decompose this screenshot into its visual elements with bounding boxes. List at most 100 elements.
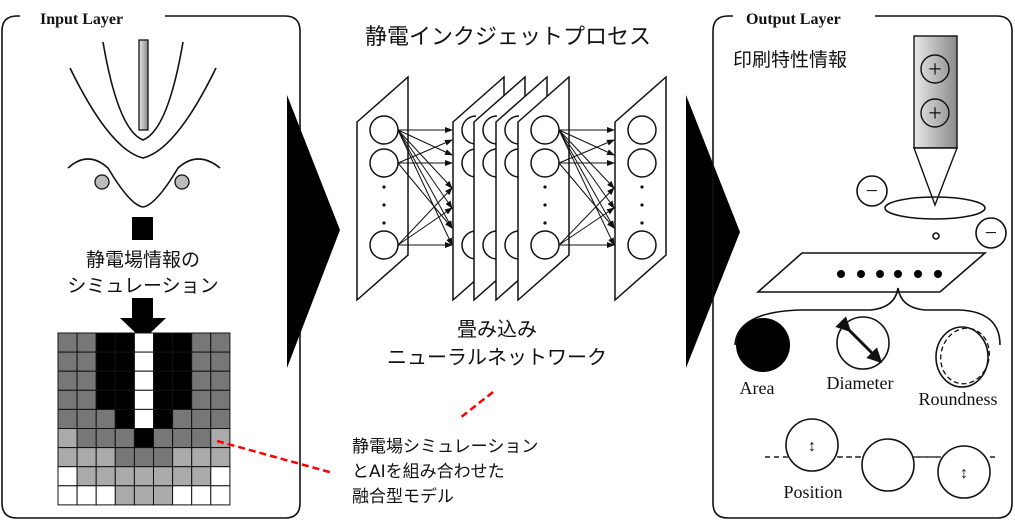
grid-cell: [191, 370, 212, 391]
updown-icon: ↕: [960, 465, 968, 482]
nozzle-icon: + +: [912, 35, 959, 207]
label-position: Position: [783, 482, 842, 502]
grid-cell: [172, 370, 193, 391]
grid-cell: [153, 370, 174, 391]
neuron-node-partial: [461, 230, 477, 260]
neural-network-diagram: [356, 75, 667, 302]
grid-cell: [114, 466, 135, 487]
label-diameter: Diameter: [827, 373, 894, 393]
output-layer-frame: [712, 15, 1013, 519]
input-caption-line2: シミュレーション: [67, 275, 218, 297]
grid-cell: [172, 466, 193, 487]
grid-cell: [210, 408, 231, 429]
connection-arrow: [558, 139, 615, 164]
grid-cell: [153, 332, 174, 353]
position-dot-icon: [937, 445, 991, 499]
ellipsis-dot: [543, 203, 547, 207]
neuron-node: [369, 148, 399, 178]
connection-arrow: [397, 139, 453, 164]
grid-cell: [114, 485, 135, 506]
input-layer-panel: Input Layer 静電場情報の シミュレーション: [1, 11, 301, 519]
substrate-plate: [755, 252, 988, 293]
ellipsis-dot: [382, 203, 386, 207]
grid-cell: [76, 485, 97, 506]
grid-cell: [57, 428, 78, 449]
grid-cell: [57, 466, 78, 487]
neuron-node-partial: [461, 115, 477, 145]
grid-cell: [114, 351, 135, 372]
roundness-icon: [935, 326, 989, 388]
network-label-line1: 畳み込み: [457, 317, 537, 341]
output-subtitle: 印刷特性情報: [733, 49, 847, 71]
roundness-reference-circle: [940, 327, 990, 385]
grid-cell: [153, 428, 174, 449]
printed-dot: [934, 270, 942, 278]
connection-arrow: [558, 129, 615, 209]
grid-cell: [133, 389, 154, 410]
neuron-node-partial: [504, 230, 520, 260]
ellipsis-dot: [543, 185, 547, 189]
printed-dot: [914, 270, 922, 278]
neuron-node: [369, 115, 399, 145]
input-caption-line1: 静電場情報の: [86, 249, 200, 271]
grid-cell: [172, 485, 193, 506]
connection-arrow: [558, 129, 615, 229]
grid-cell: [76, 351, 97, 372]
ellipsis-dot: [640, 221, 644, 225]
neuron-node-partial: [482, 115, 498, 145]
grid-cell: [133, 332, 154, 353]
grid-cell: [191, 389, 212, 410]
grid-cell: [191, 485, 212, 506]
neuron-node: [530, 230, 560, 260]
grid-cell: [76, 428, 97, 449]
minus-charge-icon: [856, 175, 888, 207]
connection-arrow: [397, 129, 453, 156]
grid-cell: [172, 447, 193, 468]
grid-cell: [95, 351, 116, 372]
printed-dot: [876, 270, 884, 278]
grid-cell: [133, 466, 154, 487]
grid-cell: [153, 408, 174, 429]
grid-cell: [191, 351, 212, 372]
grid-cell: [172, 428, 193, 449]
field-line-inner: [102, 41, 184, 141]
connection-arrow: [558, 129, 615, 189]
input-layer-frame: [1, 15, 301, 519]
grid-cell: [133, 408, 154, 429]
printed-dot: [857, 270, 865, 278]
network-layer: [517, 75, 570, 302]
arrow-shaft-icon: [132, 217, 153, 240]
ellipsis-dot: [640, 203, 644, 207]
grid-cell: [210, 389, 231, 410]
grid-cell: [95, 408, 116, 429]
note-leader-line: [216, 439, 334, 475]
grid-cell: [95, 389, 116, 410]
grid-cell: [153, 466, 174, 487]
layer-plane: [356, 75, 409, 302]
process-title: 静電インクジェットプロセス: [365, 25, 651, 50]
grid-cell: [95, 485, 116, 506]
plus-charge-icon: [920, 98, 950, 128]
diameter-arrow-icon: [835, 316, 883, 364]
grid-cell: [114, 447, 135, 468]
grid-cell: [114, 370, 135, 391]
connection-arrow: [558, 129, 615, 156]
neuron-node-partial: [504, 115, 520, 145]
grid-cell: [57, 351, 78, 372]
meniscus-ellipse: [884, 196, 986, 220]
minus-symbol: −: [866, 178, 878, 203]
grid-cell: [114, 428, 135, 449]
ellipsis-dot: [640, 185, 644, 189]
area-icon: [736, 318, 790, 372]
charge-particle-icon: [174, 174, 190, 190]
note-line3: 融合型モデル: [352, 486, 454, 507]
input-layer-title: Input Layer: [40, 11, 123, 28]
grid-cell: [210, 447, 231, 468]
network-layer: [614, 75, 667, 302]
grid-cell: [133, 447, 154, 468]
field-line-outer: [69, 67, 217, 159]
grid-cell: [114, 408, 135, 429]
layer-plane: [614, 75, 667, 302]
grid-cell: [133, 351, 154, 372]
grid-cell: [57, 389, 78, 410]
